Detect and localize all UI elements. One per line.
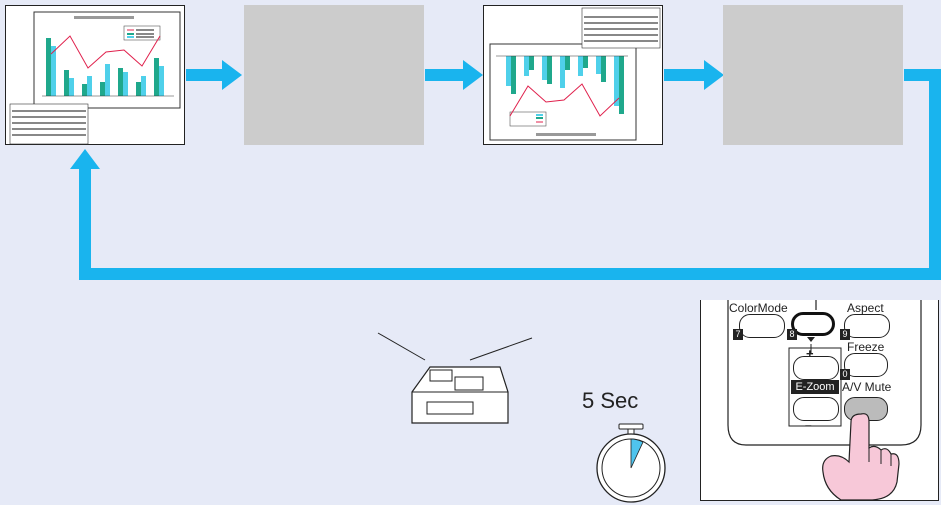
aspect-label: Aspect [847,301,884,315]
arrow-2-shaft [425,69,463,81]
av-mute-button[interactable] [844,397,888,421]
ezoom-label: E-Zoom [795,381,835,393]
stopwatch-icon [596,423,666,503]
screen-blank-1 [244,5,424,145]
projector-icon [377,332,533,424]
arrow-1-shaft [186,69,222,81]
screen-image-normal [5,5,185,145]
aspect-button[interactable] [844,314,890,338]
hand-pointer-icon [822,413,900,500]
return-arrow-left-vertical [79,168,91,280]
arrow-right-icon [463,60,483,90]
zoom-in-button[interactable] [793,356,839,380]
remote-panel: ColorMode Aspect 7 8 9 + Freeze 0 E-Zoom… [700,300,939,501]
screen-blank-2 [723,5,903,145]
return-arrow-right-vertical [929,69,941,280]
screen-chart-thumbnail [9,11,181,145]
zoom-minus-label: – [805,418,812,432]
zoom-plus-label: + [806,346,814,361]
color-mode-label: ColorMode [729,301,788,315]
freeze-button[interactable] [844,353,888,377]
num-8-button[interactable] [791,312,835,336]
arrow-right-icon [704,60,724,90]
arrow-right-icon [222,60,242,90]
av-mute-label: A/V Mute [842,380,892,394]
key-7-badge: 7 [733,329,743,340]
color-mode-button[interactable] [739,314,785,338]
freeze-label: Freeze [847,340,885,354]
key-0-badge: 0 [840,369,850,380]
timer-label: 5 Sec [582,388,639,413]
screen-chart-thumbnail-flipped [489,7,661,141]
arrow-down-icon [807,337,815,342]
arrow-3-shaft [664,69,704,81]
zoom-out-button[interactable] [793,397,839,421]
arrow-up-icon [70,149,100,169]
remote-body-outline [727,300,922,446]
return-arrow-bottom [79,268,941,280]
key-9-badge: 9 [840,329,850,340]
screen-image-flipped [483,5,663,145]
key-8-badge: 8 [787,329,797,340]
